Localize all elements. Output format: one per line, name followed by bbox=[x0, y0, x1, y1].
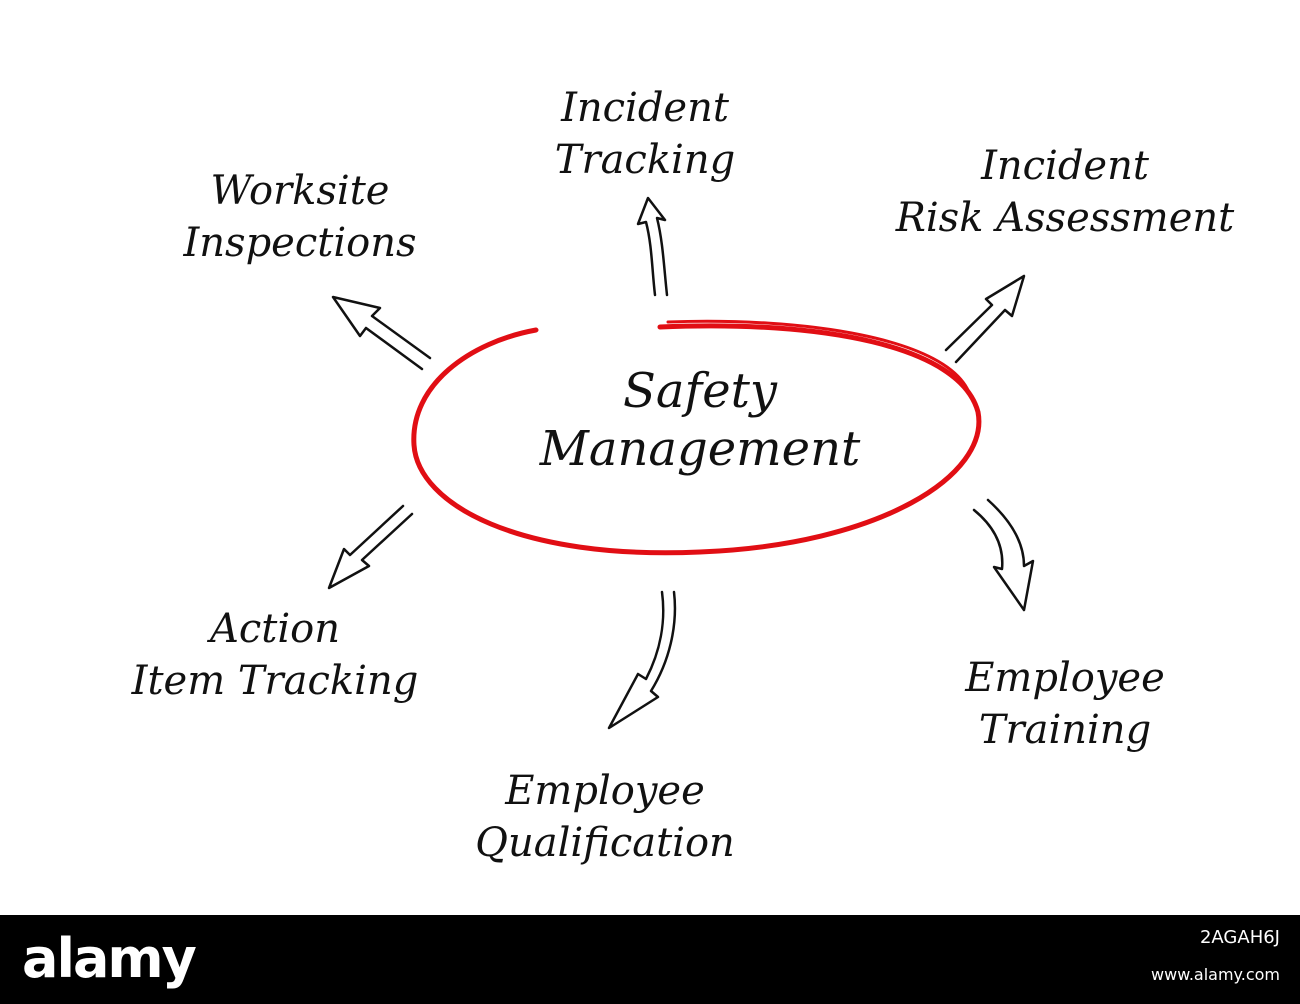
arrow-to-employee-training bbox=[972, 498, 1035, 612]
node-label-line1: Employee bbox=[965, 655, 1165, 701]
arrow-to-incident-tracking bbox=[636, 196, 669, 297]
node-worksite-inspections: Worksite Inspections bbox=[140, 165, 460, 269]
diagram-graphics bbox=[327, 196, 1035, 730]
node-label-line2: Item Tracking bbox=[131, 658, 419, 704]
arrow-to-employee-qualification bbox=[607, 590, 677, 730]
diagram-canvas: Safety Management Incident Tracking Work… bbox=[80, 82, 1270, 869]
center-label: Safety Management bbox=[470, 362, 930, 478]
center-highlight-circle bbox=[411, 319, 982, 556]
watermark-footer: alamy 2AGAH6J www.alamy.com bbox=[0, 915, 1300, 1004]
brand-logo: alamy bbox=[22, 927, 197, 990]
center-label-line2: Management bbox=[539, 421, 861, 477]
arrow-to-worksite-inspections bbox=[331, 295, 432, 371]
node-incident-tracking: Incident Tracking bbox=[510, 82, 780, 186]
node-label-line2: Risk Assessment bbox=[895, 195, 1235, 241]
node-employee-training: Employee Training bbox=[930, 652, 1200, 756]
node-label-line2: Qualification bbox=[475, 820, 735, 866]
node-label-line2: Tracking bbox=[554, 137, 736, 183]
center-label-line1: Safety bbox=[622, 363, 778, 419]
node-label-line1: Worksite bbox=[210, 168, 390, 214]
node-label-line1: Action bbox=[210, 606, 340, 652]
node-label-line2: Inspections bbox=[183, 220, 417, 266]
arrow-to-incident-risk-assessment bbox=[944, 274, 1026, 364]
node-incident-risk-assessment: Incident Risk Assessment bbox=[860, 140, 1270, 244]
node-label-line2: Training bbox=[978, 707, 1152, 753]
node-label-line1: Incident bbox=[981, 143, 1149, 189]
node-action-item-tracking: Action Item Tracking bbox=[80, 603, 470, 707]
image-id-label: 2AGAH6J bbox=[1199, 927, 1280, 948]
node-label-line1: Employee bbox=[505, 768, 705, 814]
arrow-to-action-item-tracking bbox=[327, 504, 414, 590]
node-employee-qualification: Employee Qualification bbox=[420, 765, 790, 869]
stock-url-label: www.alamy.com bbox=[1151, 965, 1280, 984]
node-label-line1: Incident bbox=[561, 85, 729, 131]
